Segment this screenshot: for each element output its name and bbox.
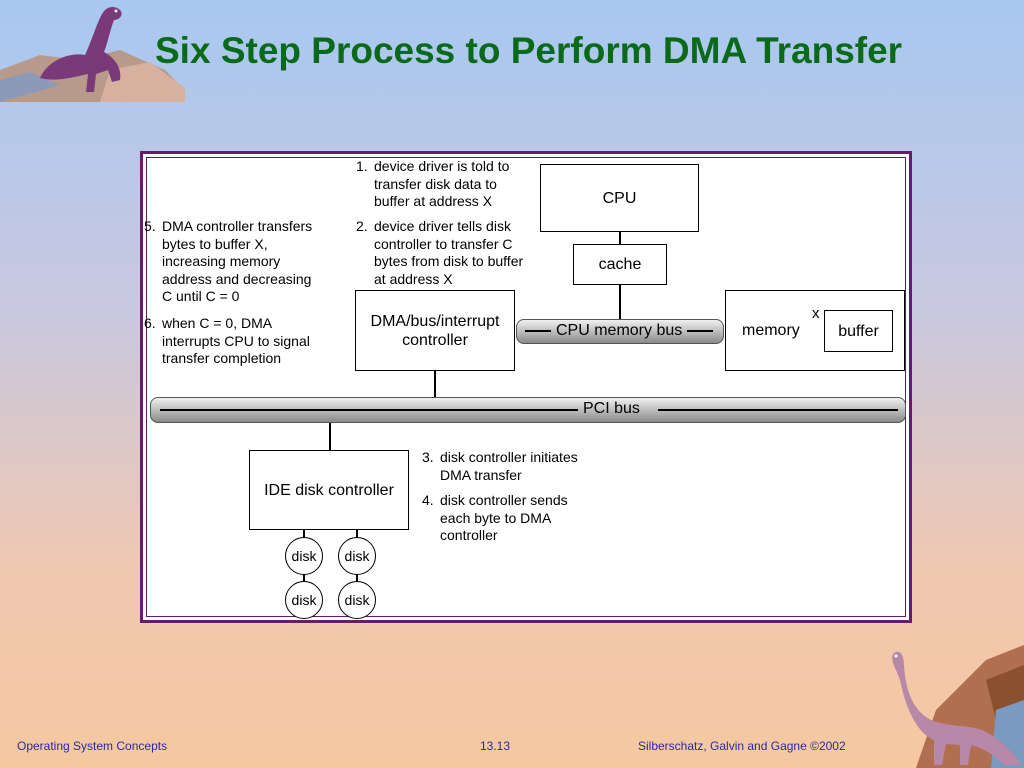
step-2-note: 2. device driver tells disk controller t… xyxy=(356,218,524,287)
footer-right: Silberschatz, Galvin and Gagne ©2002 xyxy=(638,739,846,753)
cpu-memory-bus-label: CPU memory bus xyxy=(520,321,718,341)
dinosaur-logo-top-left xyxy=(0,6,185,102)
step-6-note: 6. when C = 0, DMA interrupts CPU to sig… xyxy=(144,315,310,366)
step-1-note: 1. device driver is told to transfer dis… xyxy=(356,158,510,209)
cpu-box: CPU xyxy=(540,164,699,232)
pci-bus-line-left xyxy=(160,409,578,411)
dma-pci-connector xyxy=(434,370,436,398)
cache-box: cache xyxy=(573,244,667,285)
footer-left: Operating System Concepts xyxy=(17,739,168,753)
diagram-inner-border xyxy=(146,157,906,617)
disk: disk xyxy=(285,537,323,575)
dinosaur-logo-bottom-right xyxy=(892,645,1024,768)
ide-disk-controller-box: IDE disk controller xyxy=(249,450,409,530)
cache-bus-connector xyxy=(619,284,621,320)
dma-controller-box: DMA/bus/interrupt controller xyxy=(355,290,515,371)
bus-label-dash xyxy=(525,330,551,332)
disk: disk xyxy=(338,581,376,619)
footer-page-number: 13.13 xyxy=(480,739,511,753)
cpu-cache-connector xyxy=(619,231,621,245)
pci-bus-label: PCI bus xyxy=(583,400,640,417)
address-x-marker: x xyxy=(812,305,820,322)
disk: disk xyxy=(338,537,376,575)
buffer-box: buffer xyxy=(824,310,893,352)
step-5-note: 5. DMA controller transfers bytes to buf… xyxy=(144,218,313,304)
step-3-note: 3. disk controller initiates DMA transfe… xyxy=(422,449,578,483)
pci-ide-connector xyxy=(329,422,331,450)
disk: disk xyxy=(285,581,323,619)
diagram-frame xyxy=(140,151,912,623)
bus-label-dash xyxy=(687,330,714,332)
step-4-note: 4. disk controller sends each byte to DM… xyxy=(422,492,568,543)
pci-bus-line-right xyxy=(658,409,898,411)
page-title: Six Step Process to Perform DMA Transfer xyxy=(155,30,903,71)
